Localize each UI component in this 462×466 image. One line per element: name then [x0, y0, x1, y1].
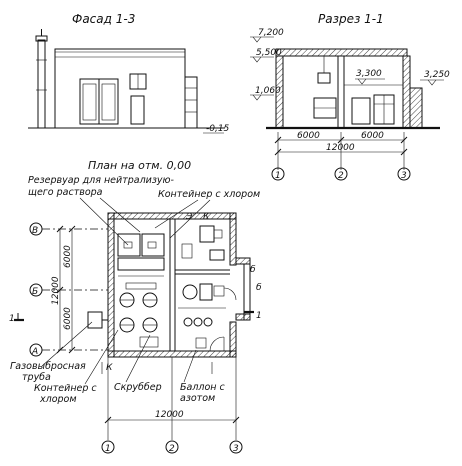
mark-e: Э — [185, 212, 193, 222]
mark-k-top: К — [203, 212, 210, 222]
plan-dim-h-total: 12000 — [155, 410, 184, 420]
facade-side-door — [130, 95, 145, 125]
plan-horizontal-dimension: 12000 — [104, 357, 240, 440]
label-nitrogen-2: азотом — [180, 393, 215, 404]
plan-view: План на отм. 0,00 Резервуар для нейтрали… — [9, 159, 262, 454]
label-reservoir: Резервуар для нейтрализую- — [28, 175, 175, 186]
plan-row-axes: В Б А — [29, 222, 108, 357]
svg-text:1: 1 — [105, 444, 111, 454]
facade-title: Фасад 1-3 — [72, 12, 135, 26]
mark-b-1: б — [250, 265, 256, 275]
svg-text:3,300: 3,300 — [356, 69, 382, 79]
section-dim-total: 12000 — [326, 143, 355, 153]
svg-text:2: 2 — [338, 171, 344, 181]
section-dim-left: 6000 — [297, 131, 320, 141]
svg-text:1: 1 — [9, 314, 15, 324]
facade-level-label: -0,15 — [206, 124, 230, 134]
label-container-bottom-2: хлором — [39, 394, 77, 405]
plan-dim-v-top: 6000 — [63, 245, 73, 268]
svg-text:5,500: 5,500 — [256, 48, 282, 58]
section-dimensions: 6000 6000 12000 — [274, 131, 408, 170]
plan-dim-v-total: 12000 — [51, 276, 61, 305]
facade-gas-pipe — [35, 29, 48, 129]
facade-wall — [54, 48, 186, 129]
svg-text:2: 2 — [169, 444, 175, 454]
label-gas-pipe-2: труба — [22, 372, 51, 383]
svg-text:3: 3 — [401, 171, 407, 181]
svg-text:Б: Б — [32, 287, 38, 297]
svg-text:1,060: 1,060 — [255, 86, 281, 96]
section-level-marks: 7,200 5,500 1,060 — [250, 28, 284, 101]
label-gas-pipe: Газовыбросная — [10, 361, 86, 372]
svg-text:А: А — [31, 347, 38, 357]
plan-equipment-right — [178, 225, 226, 349]
svg-text:В: В — [32, 226, 38, 236]
label-container-bottom: Контейнер с — [34, 383, 97, 394]
facade-door — [79, 78, 119, 125]
section-axes: 1 2 3 — [271, 167, 411, 181]
label-reservoir-2: щего раствора — [28, 187, 103, 198]
svg-text:3: 3 — [233, 444, 239, 454]
plan-callouts: Резервуар для нейтрализую- щего раствора… — [10, 175, 260, 405]
label-nitrogen: Баллон с — [180, 382, 226, 393]
label-container-top: Контейнер с хлором — [158, 189, 260, 200]
section-title: Разрез 1-1 — [318, 12, 384, 26]
plan-walls — [87, 212, 251, 358]
facade-view: Фасад 1-3 -0,15 — [28, 12, 230, 134]
mark-k-bottom: К — [106, 363, 113, 373]
plan-dim-v-bottom: 6000 — [63, 307, 73, 330]
plan-equipment-left — [117, 233, 165, 348]
svg-text:1: 1 — [256, 311, 262, 321]
mark-b-2: б — [256, 283, 262, 293]
plan-vertical-dimensions: 6000 6000 12000 — [51, 225, 76, 354]
section-building — [266, 48, 440, 130]
svg-text:3,250: 3,250 — [424, 70, 450, 80]
section-level-marks-right: 3,300 3,250 — [355, 69, 450, 86]
svg-text:7,200: 7,200 — [258, 28, 284, 38]
label-scrubber: Скруббер — [114, 382, 162, 393]
plan-title: План на отм. 0,00 — [88, 159, 191, 172]
facade-annex — [184, 76, 198, 129]
section-view: Разрез 1-1 7,200 5,500 1,060 — [250, 12, 450, 181]
svg-text:1: 1 — [275, 171, 281, 181]
section-dim-right: 6000 — [361, 131, 384, 141]
plan-column-axes: 1 2 3 — [101, 440, 243, 454]
plan-room-marks: Э К К б б — [101, 212, 262, 374]
